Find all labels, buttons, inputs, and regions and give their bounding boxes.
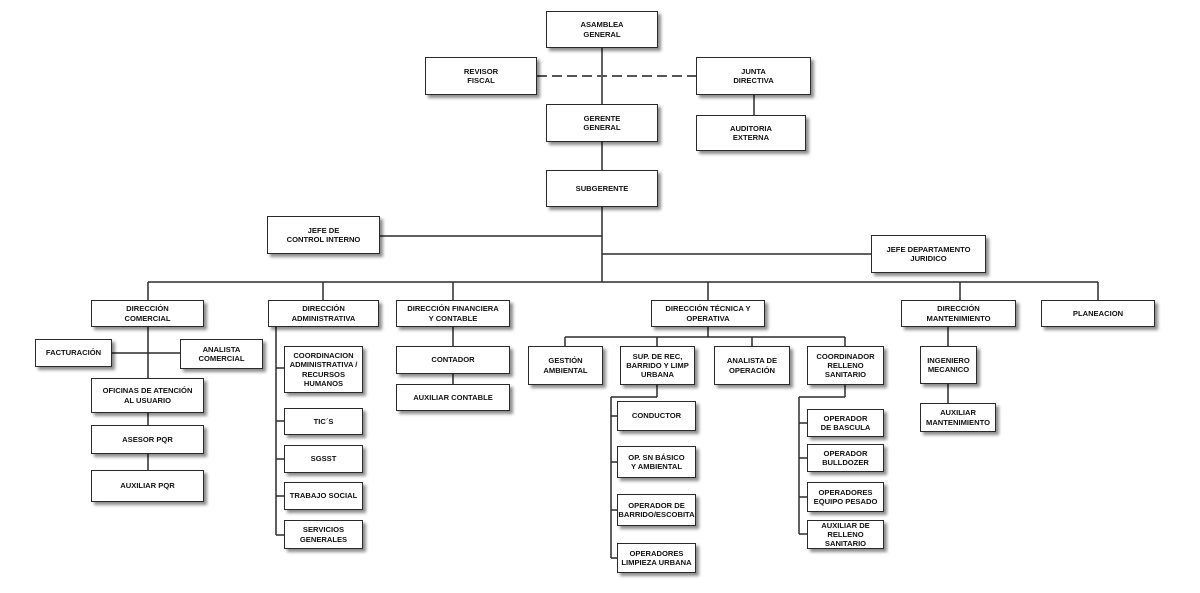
org-node-facturacion: FACTURACIÓN [35, 339, 112, 367]
org-node-auxiliar-pqr: AUXILIAR PQR [91, 470, 204, 502]
org-node-ingeniero-mecanico: INGENIERO MECANICO [920, 346, 977, 384]
org-node-planeacion: PLANEACION [1041, 300, 1155, 327]
org-node-auxiliar-relleno: AUXILIAR DE RELLENO SANITARIO [807, 520, 884, 549]
org-node-subgerente: SUBGERENTE [546, 170, 658, 207]
org-node-conductor: CONDUCTOR [617, 401, 696, 431]
org-node-operador-bulldozer: OPERADOR BULLDOZER [807, 444, 884, 472]
org-node-control-interno: JEFE DE CONTROL INTERNO [267, 216, 380, 254]
org-node-juridico: JEFE DEPARTAMENTO JURIDICO [871, 235, 986, 273]
org-node-analista-operacion: ANALISTA DE OPERACIÓN [714, 346, 790, 385]
org-node-auxiliar-contable: AUXILIAR CONTABLE [396, 384, 510, 411]
org-node-junta: JUNTA DIRECTIVA [696, 57, 811, 95]
org-node-sup-rec: SUP. DE REC, BARRIDO Y LIMP URBANA [620, 346, 695, 385]
org-node-coord-admin: COORDINACION ADMINISTRATIVA / RECURSOS H… [284, 346, 363, 393]
org-node-revisor: REVISOR FISCAL [425, 57, 537, 95]
org-node-dir-comercial: DIRECCIÓN COMERCIAL [91, 300, 204, 327]
org-node-servicios-generales: SERVICIOS GENERALES [284, 520, 363, 549]
org-node-gerente: GERENTE GENERAL [546, 104, 658, 142]
org-node-dir-financiera: DIRECCIÓN FINANCIERA Y CONTABLE [396, 300, 510, 327]
org-node-auxiliar-mantenimiento: AUXILIAR MANTENIMIENTO [920, 403, 996, 432]
org-node-operadores-equipo: OPERADORES EQUIPO PESADO [807, 482, 884, 512]
org-node-asamblea: ASAMBLEA GENERAL [546, 11, 658, 48]
org-node-contador: CONTADOR [396, 346, 510, 374]
org-node-sgsst: SGSST [284, 445, 363, 473]
org-node-oficinas: OFICINAS DE ATENCIÓN AL USUARIO [91, 378, 204, 413]
org-node-coord-relleno: COORDINADOR RELLENO SANITARIO [807, 346, 884, 385]
org-node-asesor-pqr: ASESOR PQR [91, 425, 204, 454]
org-node-tics: TIC´S [284, 408, 363, 435]
org-node-dir-administrativa: DIRECCIÓN ADMINISTRATIVA [268, 300, 379, 327]
org-node-auditoria: AUDITORIA EXTERNA [696, 115, 806, 151]
org-node-operador-bascula: OPERADOR DE BASCULA [807, 409, 884, 437]
org-node-analista-comercial: ANALISTA COMERCIAL [180, 339, 263, 369]
org-node-operador-barrido: OPERADOR DE BARRIDO/ESCOBITA [617, 494, 696, 526]
org-node-trabajo-social: TRABAJO SOCIAL [284, 482, 363, 510]
org-node-gestion-ambiental: GESTIÓN AMBIENTAL [528, 346, 603, 385]
org-node-dir-mantenimiento: DIRECCIÓN MANTENIMIENTO [901, 300, 1016, 327]
org-node-operadores-limpieza: OPERADORES LIMPIEZA URBANA [617, 543, 696, 573]
org-node-op-sn-basico: OP. SN BÁSICO Y AMBIENTAL [617, 446, 696, 478]
org-node-dir-tecnica: DIRECCIÓN TÉCNICA Y OPERATIVA [651, 300, 765, 327]
